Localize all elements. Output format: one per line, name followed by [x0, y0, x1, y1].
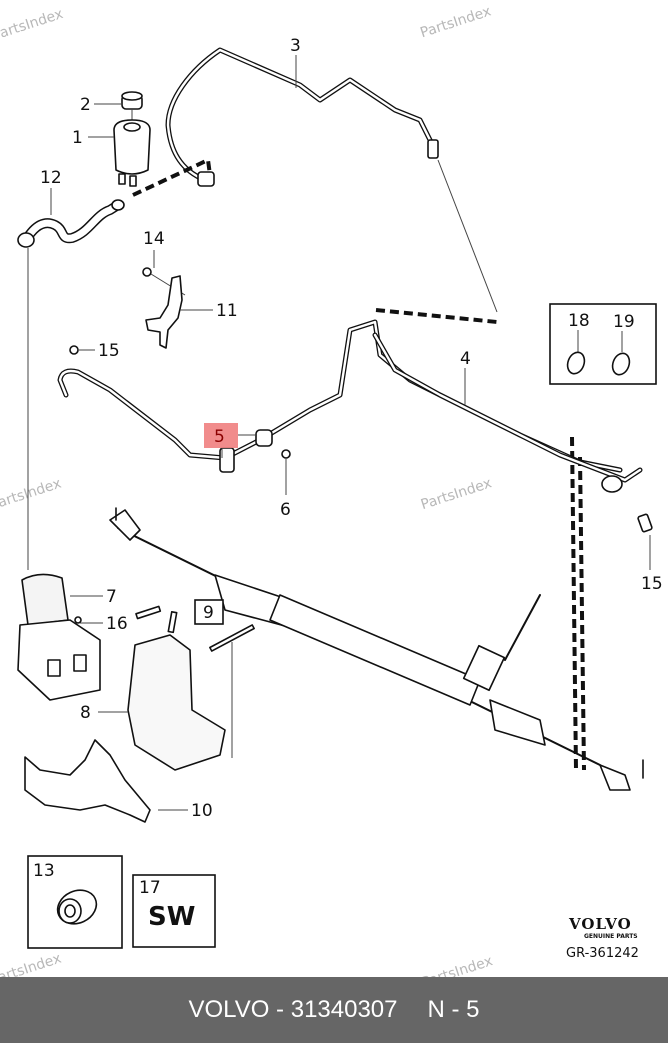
callout-9-box	[194, 599, 224, 625]
svg-text:PartsIndex: PartsIndex	[0, 476, 63, 514]
watermark: PartsIndex	[419, 475, 494, 513]
brand-tagline: GENUINE PARTS	[584, 933, 638, 940]
callout-17[interactable]: 17	[139, 878, 161, 898]
callout-8[interactable]: 8	[80, 703, 91, 723]
part-5-pressure-hose[interactable]	[57, 319, 623, 473]
callout-15b[interactable]: 15	[641, 574, 663, 594]
seal-kit-box	[549, 303, 657, 385]
watermark: PartsIndex	[0, 6, 65, 44]
callout-12[interactable]: 12	[40, 168, 62, 188]
brand-logo: VOLVO	[568, 915, 632, 933]
part-18-o-ring[interactable]	[565, 350, 588, 376]
callout-11[interactable]: 11	[216, 301, 238, 321]
watermark: PartsIndex	[0, 476, 63, 514]
part-8-heat-shield[interactable]	[127, 634, 226, 771]
part-1-fluid-reservoir[interactable]	[113, 119, 151, 187]
callout-9[interactable]: 9	[203, 603, 214, 623]
part-13-flange-nut[interactable]	[52, 884, 102, 930]
callout-15a[interactable]: 15	[98, 341, 120, 361]
callout-14[interactable]: 14	[143, 229, 165, 249]
part-16-fitting[interactable]	[74, 616, 82, 624]
svg-text:PartsIndex: PartsIndex	[419, 475, 494, 513]
part-10-pump-bracket[interactable]	[24, 739, 151, 823]
part-3-pressure-pipe[interactable]	[165, 47, 439, 187]
dashed-connection	[375, 308, 498, 324]
part-info-footer: VOLVO - 31340307 N - 5	[0, 977, 668, 1043]
callout-7[interactable]: 7	[106, 587, 117, 607]
dashed-connection	[132, 157, 212, 197]
svg-text:PartsIndex: PartsIndex	[418, 3, 493, 41]
part-19-o-ring[interactable]	[610, 351, 633, 377]
dashed-connection	[570, 436, 578, 771]
part-15-bolt-lower[interactable]	[637, 513, 653, 533]
steering-rack[interactable]	[109, 507, 644, 791]
part-17-box	[132, 874, 216, 948]
part-number-label: VOLVO - 31340307	[188, 996, 398, 1023]
callout-16[interactable]: 16	[106, 614, 128, 634]
svg-text:PartsIndex: PartsIndex	[420, 953, 495, 977]
callout-18[interactable]: 18	[568, 311, 590, 331]
part-7-power-steering-pump[interactable]	[17, 573, 101, 701]
leader-3b	[437, 159, 498, 313]
part-6-bolt[interactable]	[281, 449, 291, 459]
part-4-return-line[interactable]	[372, 332, 643, 493]
watermark: PartsIndex	[0, 951, 63, 977]
callout-19[interactable]: 19	[613, 312, 635, 332]
callout-6[interactable]: 6	[280, 500, 291, 520]
position-label: N - 5	[427, 996, 480, 1023]
part-11-bracket[interactable]	[145, 275, 183, 349]
part-9-adhesive-strips[interactable]	[135, 605, 255, 652]
parts-diagram: PartsIndex PartsIndex PartsIndex PartsIn…	[0, 3, 663, 977]
part-2-reservoir-cap[interactable]	[121, 91, 143, 110]
callout-13[interactable]: 13	[33, 861, 55, 881]
watermark: PartsIndex	[418, 3, 493, 41]
watermark: PartsIndex	[420, 953, 495, 977]
callout-1[interactable]: 1	[72, 128, 83, 148]
part-12-return-hose[interactable]	[17, 199, 125, 248]
svg-text:PartsIndex: PartsIndex	[0, 6, 65, 44]
svg-text:PartsIndex: PartsIndex	[0, 951, 63, 977]
part-17-sw-label: SW	[148, 902, 195, 932]
callout-10[interactable]: 10	[191, 801, 213, 821]
callout-5-highlight	[204, 423, 238, 448]
callout-4[interactable]: 4	[460, 349, 471, 369]
dashed-connection	[578, 456, 586, 771]
diagram-code: GR-361242	[566, 946, 639, 961]
callout-3[interactable]: 3	[290, 36, 301, 56]
part-15-bolt[interactable]	[69, 345, 79, 355]
callout-5[interactable]: 5	[214, 427, 225, 447]
callout-2[interactable]: 2	[80, 95, 91, 115]
